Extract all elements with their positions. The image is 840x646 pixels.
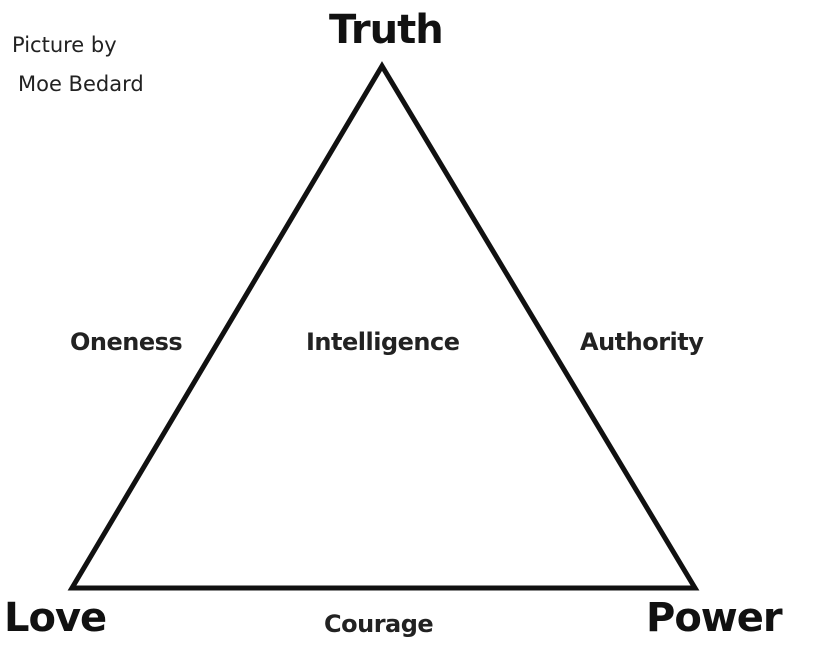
vertex-love: Love bbox=[4, 595, 107, 641]
label-courage: Courage bbox=[324, 610, 434, 638]
label-authority: Authority bbox=[580, 328, 704, 356]
vertex-power: Power bbox=[646, 595, 783, 641]
label-intelligence: Intelligence bbox=[306, 328, 460, 356]
triangle-outline bbox=[67, 61, 700, 591]
label-oneness: Oneness bbox=[70, 328, 183, 356]
vertex-truth: Truth bbox=[329, 7, 444, 53]
credit-line-2: Moe Bedard bbox=[18, 72, 144, 96]
credit-line-1: Picture by bbox=[12, 33, 117, 57]
